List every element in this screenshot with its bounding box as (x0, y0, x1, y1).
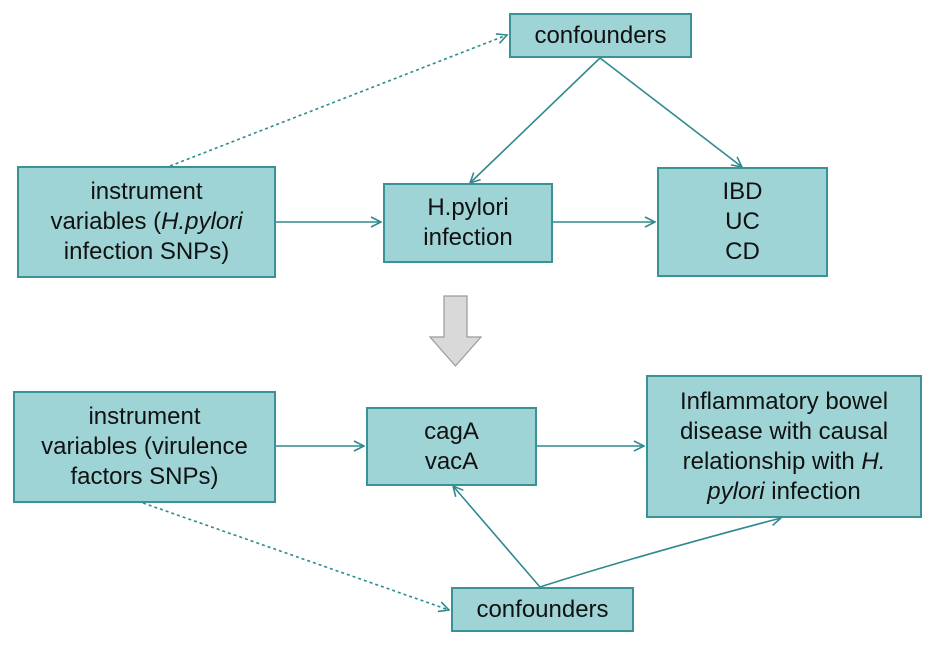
bottom-instrument-line3: factors SNPs) (70, 463, 219, 490)
down-arrow-icon (428, 295, 483, 367)
top-outcome-uc: UC (725, 208, 760, 235)
top-confounders-to-exposure-arrow (470, 57, 601, 183)
top-outcome-ibd: IBD (722, 178, 763, 205)
bottom-outcome-line2: disease with causal (679, 417, 889, 445)
top-exposure-line2: infection (423, 224, 513, 251)
top-confounders-label: confounders (534, 21, 667, 49)
bottom-instrument-line2: variables (virulence (41, 433, 248, 460)
bottom-instrument-line1: instrument (88, 403, 201, 430)
bottom-outcome-h-italic: H. (861, 447, 886, 475)
bottom-outcome-line3-text: relationship with (682, 447, 862, 475)
top-outcome-cd: CD (725, 238, 760, 265)
bottom-outcome-box: Inflammatory bowel disease with causal r… (646, 375, 922, 518)
bottom-exposure-vaca: vacA (424, 447, 479, 475)
top-instrument-box: instrument variables (H.pylori infection… (17, 166, 276, 278)
bottom-confounders-to-outcome-arrow (539, 518, 781, 588)
top-instrument-line2: variables (H.pylori (50, 207, 242, 237)
bottom-outcome-line3: relationship with H. (680, 447, 888, 477)
bottom-exposure-caga: cagA (424, 417, 479, 445)
bottom-confounders-to-exposure-arrow (453, 486, 541, 588)
top-exposure-box: H.pylori infection (383, 183, 553, 263)
bottom-confounders-label: confounders (476, 595, 609, 623)
bottom-outcome-pylori-italic: pylori (707, 477, 765, 505)
top-instrument-line2-text: variables ( (50, 208, 162, 235)
top-instrument-hpylori-italic: H.pylori (161, 208, 243, 235)
bottom-instrument-to-confounders-dashed-arrow (142, 502, 449, 610)
top-instrument-line3: infection SNPs) (63, 238, 230, 265)
bottom-outcome-line4: pylori infection (680, 477, 888, 507)
bottom-outcome-line1: Inflammatory bowel (679, 387, 889, 415)
bottom-outcome-line4-text: infection (764, 477, 861, 505)
top-exposure-line1: H.pylori (427, 194, 509, 221)
top-instrument-to-confounders-dashed-arrow (169, 35, 507, 167)
bottom-instrument-box: instrument variables (virulence factors … (13, 391, 276, 503)
bottom-exposure-box: cagA vacA (366, 407, 537, 486)
top-confounders-to-outcome-arrow (599, 57, 742, 167)
bottom-confounders-box: confounders (451, 587, 634, 632)
top-outcome-box: IBD UC CD (657, 167, 828, 277)
top-confounders-box: confounders (509, 13, 692, 58)
top-instrument-line1: instrument (90, 178, 203, 205)
